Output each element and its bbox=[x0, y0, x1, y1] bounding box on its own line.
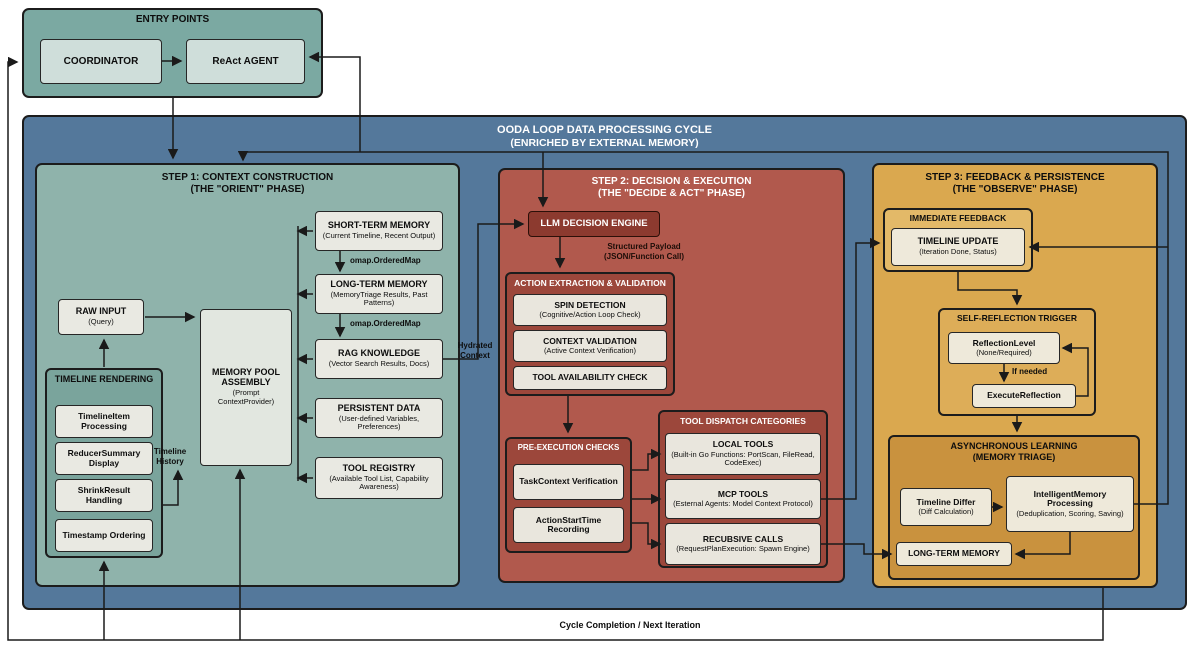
local-tools-title: LOCAL TOOLS bbox=[712, 439, 774, 450]
memory-pool-title: MEMORY POOL ASSEMBLY bbox=[211, 367, 280, 388]
shrinkresult-handling-node: ShrinkResult Handling bbox=[55, 479, 153, 512]
tool-registry-sub: (Available Tool List, Capability Awarene… bbox=[329, 473, 429, 492]
intelligent-memory-node: IntelligentMemory Processing (Deduplicat… bbox=[1006, 476, 1134, 532]
coordinator-node: COORDINATOR bbox=[40, 39, 162, 84]
timestamp-ordering-node: Timestamp Ordering bbox=[55, 519, 153, 552]
actionstarttime-recording-label: ActionStartTime Recording bbox=[535, 514, 602, 534]
cycle-completion-label: Cycle Completion / Next Iteration bbox=[559, 620, 701, 630]
coordinator-label: COORDINATOR bbox=[63, 56, 139, 67]
reflection-level-title: ReflectionLevel bbox=[972, 337, 1036, 348]
if-needed-label: If needed bbox=[1012, 367, 1048, 376]
intelligent-memory-sub: (Deduplication, Scoring, Saving) bbox=[1016, 508, 1124, 518]
step2-title-line2: (THE "DECIDE & ACT" PHASE) bbox=[598, 188, 745, 199]
timeline-differ-sub: (Diff Calculation) bbox=[918, 506, 974, 516]
ooda-title-line2: (ENRICHED BY EXTERNAL MEMORY) bbox=[510, 137, 699, 149]
short-term-memory-node: SHORT-TERM MEMORY (Current Timeline, Rec… bbox=[315, 211, 443, 251]
long-term-memory-node: LONG-TERM MEMORY (MemoryTriage Results, … bbox=[315, 274, 443, 314]
taskcontext-verification-label: TaskContext Verification bbox=[519, 476, 618, 487]
rag-knowledge-title: RAG KNOWLEDGE bbox=[338, 348, 420, 359]
step1-title-line2: (THE "ORIENT" PHASE) bbox=[190, 184, 305, 195]
recursive-calls-title: RECUBSIVE CALLS bbox=[702, 533, 784, 544]
tool-registry-node: TOOL REGISTRY (Available Tool List, Capa… bbox=[315, 457, 443, 499]
llm-decision-engine-node: LLM DECISION ENGINE bbox=[528, 211, 660, 237]
long-term-memory-step3-label: LONG-TERM MEMORY bbox=[908, 548, 1000, 559]
entry-points-title: ENTRY POINTS bbox=[135, 14, 210, 25]
long-term-memory-step3-node: LONG-TERM MEMORY bbox=[896, 542, 1012, 566]
intelligent-memory-title: IntelligentMemory Processing bbox=[1033, 488, 1107, 509]
local-tools-node: LOCAL TOOLS (Built-in Go Functions: Port… bbox=[665, 433, 821, 475]
step3-title-line2: (THE "OBSERVE" PHASE) bbox=[952, 184, 1078, 195]
timeline-differ-title: Timeline Differ bbox=[916, 496, 976, 507]
reducersummary-display-node: ReducerSummary Display bbox=[55, 442, 153, 475]
timestamp-ordering-label: Timestamp Ordering bbox=[62, 529, 146, 540]
tool-availability-check-title: TOOL AVAILABILITY CHECK bbox=[532, 372, 648, 383]
timeline-history-label: Timeline History bbox=[153, 447, 187, 466]
mcp-tools-node: MCP TOOLS (Esternal Agents: Model Contex… bbox=[665, 479, 821, 519]
raw-input-sub: (Query) bbox=[88, 317, 114, 327]
ooda-title-line1: OODA LOOP DATA PROCESSING CYCLE bbox=[497, 124, 712, 136]
recursive-calls-node: RECUBSIVE CALLS (RequestPlanExecution: S… bbox=[665, 523, 821, 565]
persistent-data-title: PERSISTENT DATA bbox=[337, 402, 421, 413]
timeline-differ-node: Timeline Differ (Diff Calculation) bbox=[900, 488, 992, 526]
tool-registry-title: TOOL REGISTRY bbox=[342, 462, 416, 473]
step2-title-line1: STEP 2: DECISION & EXECUTION bbox=[591, 176, 752, 187]
pre-execution-title: PRE-EXECUTION CHECKS bbox=[517, 443, 620, 452]
long-term-memory-sub: (MemoryTriage Results, Past Patterns) bbox=[330, 289, 428, 308]
timelineitem-processing-label: TimelineItem Processing bbox=[78, 411, 130, 431]
self-reflection-title: SELF-REFLECTION TRIGGER bbox=[957, 313, 1077, 323]
context-validation-node: CONTEXT VALIDATION (Active Context Verif… bbox=[513, 330, 667, 362]
rag-knowledge-sub: (Vector Search Results, Docs) bbox=[328, 359, 430, 369]
llm-decision-engine-label: LLM DECISION ENGINE bbox=[540, 217, 648, 229]
taskcontext-verification-node: TaskContext Verification bbox=[513, 464, 624, 500]
actionstarttime-recording-node: ActionStartTime Recording bbox=[513, 507, 624, 543]
memory-pool-sub: (Prompt ContextProvider) bbox=[217, 388, 275, 406]
rag-knowledge-node: RAG KNOWLEDGE (Vector Search Results, Do… bbox=[315, 339, 443, 379]
context-validation-title: CONTEXT VALIDATION bbox=[543, 335, 637, 346]
reflection-level-node: ReflectionLevel (None/Required) bbox=[948, 332, 1060, 364]
reducersummary-display-label: ReducerSummary Display bbox=[67, 448, 141, 468]
long-term-memory-title: LONG-TERM MEMORY bbox=[330, 278, 428, 289]
timeline-rendering-title: TIMELINE RENDERING bbox=[54, 374, 154, 384]
timeline-update-title: TIMELINE UPDATE bbox=[917, 236, 999, 247]
spin-detection-title: SPIN DETECTION bbox=[554, 299, 626, 310]
recursive-calls-sub: (RequestPlanExecution: Spawn Engine) bbox=[676, 543, 810, 553]
omap-ordered-map-label-1: omap.OrderedMap bbox=[350, 256, 421, 265]
tool-dispatch-title: TOOL DISPATCH CATEGORIES bbox=[680, 416, 806, 426]
short-term-memory-sub: (Current Timeline, Recent Output) bbox=[322, 231, 436, 241]
execute-reflection-node: ExecuteReflection bbox=[972, 384, 1076, 408]
timelineitem-processing-node: TimelineItem Processing bbox=[55, 405, 153, 438]
raw-input-title: RAW INPUT bbox=[75, 306, 127, 317]
shrinkresult-handling-label: ShrinkResult Handling bbox=[77, 485, 131, 505]
raw-input-node: RAW INPUT (Query) bbox=[58, 299, 144, 335]
async-learning-title-line1: ASYNCHRONOUS LEARNING bbox=[950, 441, 1078, 451]
structured-payload-label: Structured Payload (JSON/Function Call) bbox=[588, 242, 700, 261]
structured-payload-line1: Structured Payload bbox=[607, 242, 681, 251]
action-extraction-title: ACTION EXTRACTION & VALIDATION bbox=[514, 278, 666, 288]
tool-availability-check-node: TOOL AVAILABILITY CHECK bbox=[513, 366, 667, 390]
timeline-update-sub: (Iteration Done, Status) bbox=[919, 247, 997, 257]
mcp-tools-title: MCP TOOLS bbox=[717, 488, 769, 499]
context-validation-sub: (Active Context Verification) bbox=[543, 345, 637, 355]
react-agent-node: ReAct AGENT bbox=[186, 39, 305, 84]
react-agent-label: ReAct AGENT bbox=[212, 56, 279, 67]
omap-ordered-map-label-2: omap.OrderedMap bbox=[350, 319, 421, 328]
short-term-memory-title: SHORT-TERM MEMORY bbox=[327, 220, 431, 231]
structured-payload-line2: (JSON/Function Call) bbox=[604, 251, 684, 261]
spin-detection-node: SPIN DETECTION (Cognitive/Action Loop Ch… bbox=[513, 294, 667, 326]
execute-reflection-label: ExecuteReflection bbox=[987, 390, 1061, 401]
mcp-tools-sub: (Esternal Agents: Model Context Protocol… bbox=[673, 498, 813, 508]
local-tools-sub: (Built-in Go Functions: PortScan, FileRe… bbox=[671, 449, 815, 468]
reflection-level-sub: (None/Required) bbox=[976, 347, 1032, 357]
spin-detection-sub: (Cognitive/Action Loop Check) bbox=[539, 309, 641, 319]
timeline-update-node: TIMELINE UPDATE (Iteration Done, Status) bbox=[891, 228, 1025, 266]
memory-pool-assembly-node: MEMORY POOL ASSEMBLY (Prompt ContextProv… bbox=[200, 309, 292, 466]
step3-title-line1: STEP 3: FEEDBACK & PERSISTENCE bbox=[925, 172, 1105, 183]
async-learning-title-line2: (MEMORY TRIAGE) bbox=[972, 452, 1056, 462]
hydrated-context-label: Hydrated Context bbox=[457, 341, 493, 360]
step1-title-line1: STEP 1: CONTEXT CONSTRUCTION bbox=[161, 172, 334, 183]
persistent-data-node: PERSISTENT DATA (User-defined Variables,… bbox=[315, 398, 443, 438]
immediate-feedback-title: IMMEDIATE FEEDBACK bbox=[909, 213, 1007, 223]
persistent-data-sub: (User-defined Variables, Preferences) bbox=[338, 413, 420, 432]
